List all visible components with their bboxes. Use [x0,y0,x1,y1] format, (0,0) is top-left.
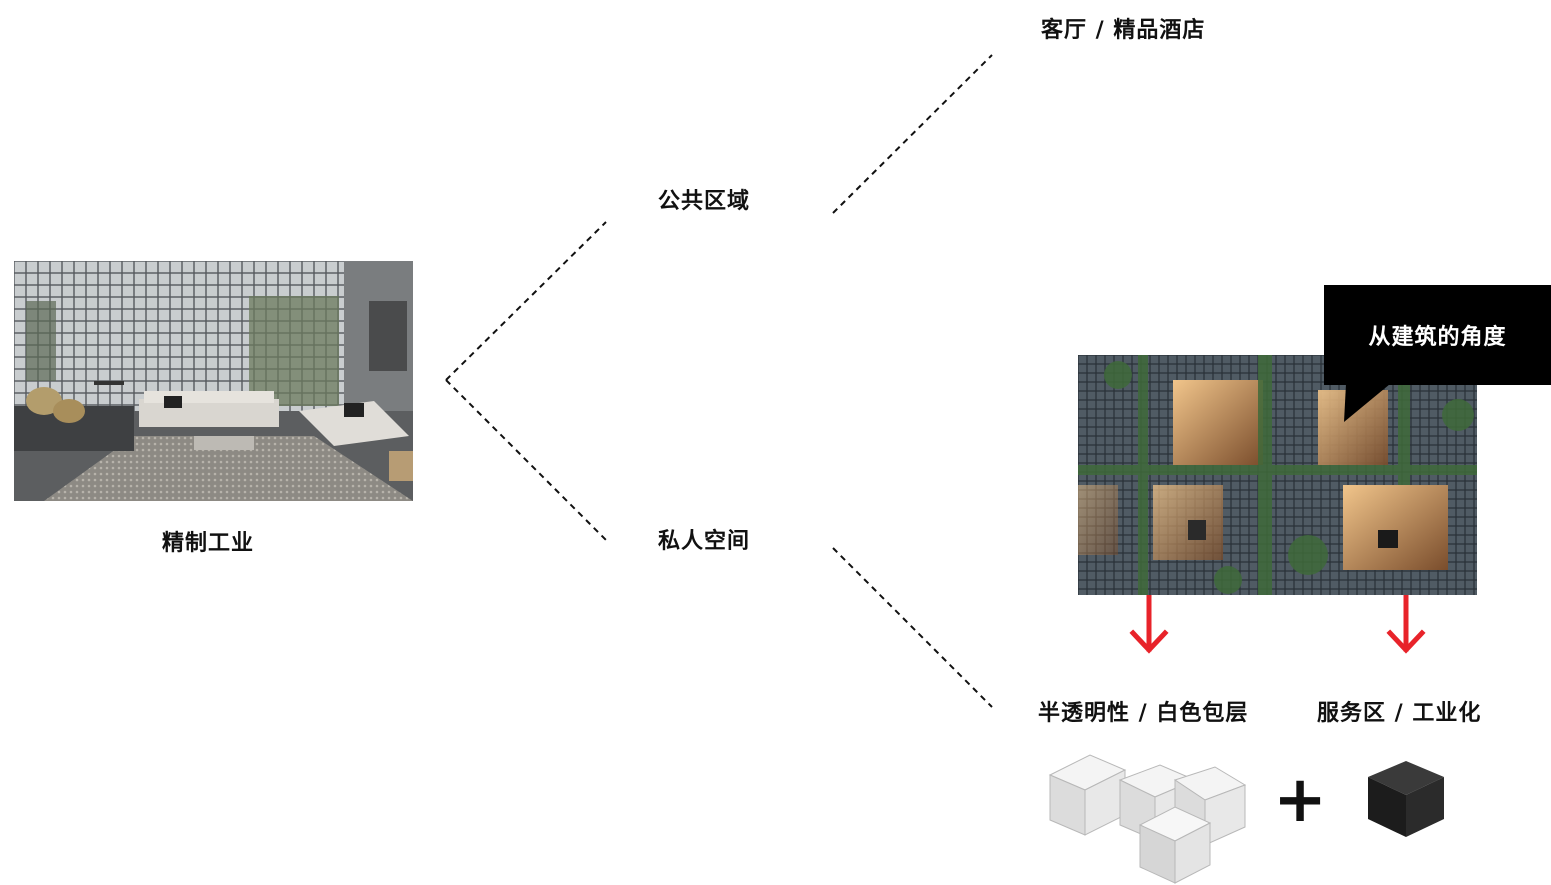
translucent-label: 半透明性 / 白色包层 [1038,701,1249,726]
connector-left-to-public [445,221,607,381]
architecture-callout: 从建筑的角度 [1324,285,1551,385]
public-area-label: 公共区域 [658,189,751,214]
private-space-label: 私人空间 [658,529,751,554]
service-label: 服务区 / 工业化 [1317,701,1482,726]
left-label: 精制工业 [162,531,255,556]
callout-pointer [1344,384,1390,422]
building-facade-photo [1078,355,1477,595]
connector-left-to-private [445,379,607,541]
connector-public-to-hotel [832,54,993,214]
plus-sign: + [1273,763,1327,837]
white-cubes-cluster [1048,754,1247,884]
hotel-label: 客厅 / 精品酒店 [1041,18,1206,43]
callout-text: 从建筑的角度 [1368,325,1507,350]
black-cube [1368,761,1444,837]
down-arrow-icon [1386,595,1426,654]
industrial-interior-photo [14,261,413,501]
down-arrow-icon [1129,595,1169,654]
connector-private-to-cladding [832,547,993,708]
